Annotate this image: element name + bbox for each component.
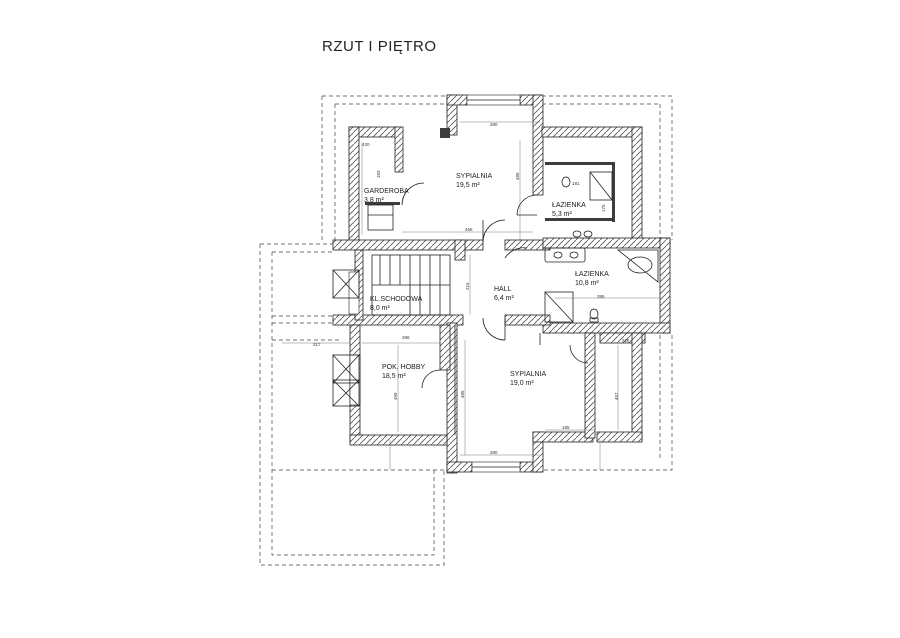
- room-hall-area: 6,4 m²: [494, 295, 515, 302]
- dim-485-bottom: 485: [460, 390, 465, 398]
- roof-outline: [259, 95, 673, 566]
- dim-465: 465: [465, 227, 473, 232]
- room-kl-schodowa-name: KL.SCHODOWA: [370, 296, 423, 303]
- room-garderoba-name: GARDEROBA: [364, 188, 409, 195]
- room-sypialnia-top-name: SYPIALNIA: [456, 173, 493, 180]
- plan-title: RZUT I PIĘTRO: [322, 38, 437, 55]
- dim-185: 185: [562, 425, 570, 430]
- dim-225: 225: [622, 338, 630, 343]
- dim-485: 485: [515, 172, 520, 180]
- doors: [401, 182, 589, 389]
- partitions: [367, 204, 541, 435]
- room-hall-name: HALL: [494, 286, 512, 293]
- dim-499: 499: [393, 392, 398, 400]
- room-lazienka-small-name: ŁAZIENKA: [552, 202, 586, 209]
- dim-183: 183: [376, 170, 381, 178]
- dim-420: 420: [362, 142, 370, 147]
- room-garderoba-area: 3,8 m²: [364, 197, 385, 204]
- dimension-labels: 280 465 485 420 183 181 175 395 317 286 …: [313, 122, 630, 455]
- room-pok-hobby-area: 18,5 m²: [382, 373, 406, 380]
- room-pok-hobby-name: POK. HOBBY: [382, 364, 426, 371]
- room-lazienka-big-area: 10,8 m²: [575, 280, 599, 287]
- room-lazienka-big-name: ŁAZIENKA: [575, 271, 609, 278]
- bathroom-fixtures: [544, 171, 659, 323]
- dim-280-top: 280: [490, 122, 498, 127]
- room-lazienka-small-area: 5,3 m²: [552, 211, 573, 218]
- dim-286: 286: [402, 335, 410, 340]
- room-kl-schodowa-area: 8,0 m²: [370, 305, 391, 312]
- dim-317: 317: [313, 342, 321, 347]
- room-sypialnia-bottom-name: SYPIALNIA: [510, 371, 547, 378]
- skylights: [332, 269, 360, 407]
- walls: [332, 94, 671, 474]
- dimension-lines: [282, 121, 660, 470]
- room-labels: SYPIALNIA 19,5 m² GARDEROBA 3,8 m² ŁAZIE…: [364, 173, 609, 387]
- dim-457: 457: [614, 392, 619, 400]
- dim-215: 215: [465, 282, 470, 290]
- windows: [348, 94, 521, 473]
- room-sypialnia-top-area: 19,5 m²: [456, 182, 480, 189]
- dim-280-bottom: 280: [490, 450, 498, 455]
- room-sypialnia-bottom-area: 19,0 m²: [510, 380, 534, 387]
- dim-175: 175: [601, 204, 606, 212]
- dim-181: 181: [572, 181, 580, 186]
- staircase: [371, 254, 451, 316]
- dim-395: 395: [597, 294, 605, 299]
